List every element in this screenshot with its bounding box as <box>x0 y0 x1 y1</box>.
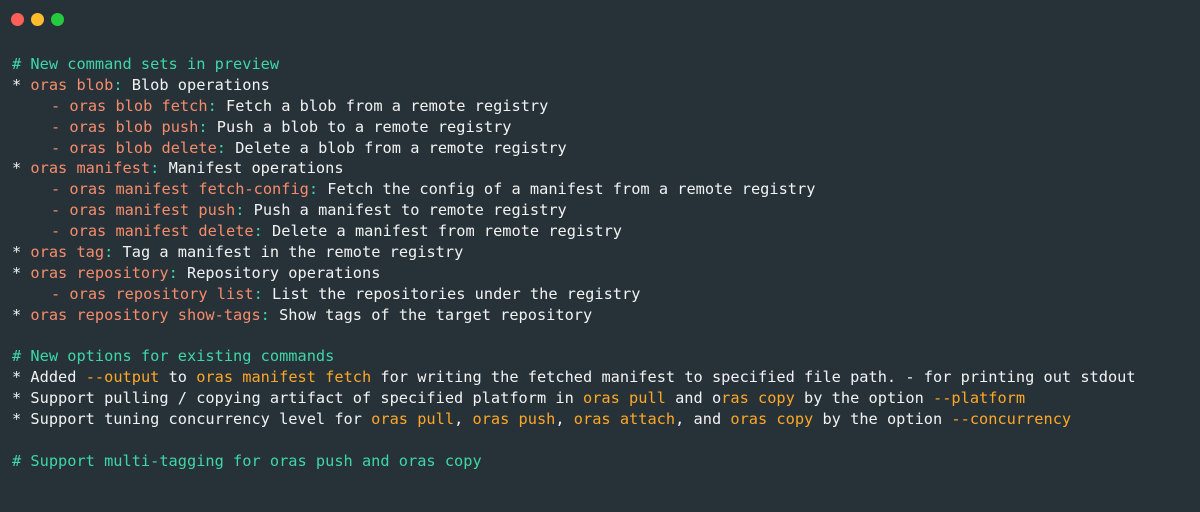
blank-line <box>12 326 1200 347</box>
text-token: * Support pulling / copying artifact of … <box>12 389 583 408</box>
command-token: oras tag <box>30 243 105 262</box>
text-token: * <box>12 305 31 324</box>
command-token: --concurrency <box>951 410 1072 429</box>
code-line: * oras repository: Repository operations <box>12 263 1200 284</box>
command-token: oras pull <box>583 389 666 408</box>
code-line: - oras manifest delete: Delete a manifes… <box>12 221 1200 242</box>
text-token: List the repositories under the registry <box>262 284 641 303</box>
text-token: * <box>12 243 31 262</box>
text-token: Delete a manifest from remote registry <box>262 222 623 241</box>
command-token: oras copy <box>730 410 814 429</box>
text-token: : <box>207 96 217 115</box>
code-line: - oras manifest fetch-config: Fetch the … <box>12 179 1200 200</box>
text-token: * <box>12 159 31 178</box>
code-line: * Support pulling / copying artifact of … <box>12 388 1200 409</box>
text-token: Manifest operations <box>159 159 344 178</box>
command-token: oras manifest delete <box>69 222 254 241</box>
text-token: : <box>104 243 114 262</box>
text-token: : <box>308 180 319 199</box>
command-token: oras repository show-tags <box>30 305 261 324</box>
text-token: # New options for existing commands <box>12 347 335 366</box>
close-window-dot-icon[interactable] <box>11 13 24 26</box>
command-token: oras push <box>472 410 556 429</box>
command-token: - <box>51 180 70 199</box>
text-token: : <box>198 117 208 136</box>
command-token: oras blob fetch <box>69 96 208 115</box>
text-token: : <box>260 305 270 324</box>
text-token: * <box>12 75 31 94</box>
text-token: Delete a blob from a remote registry <box>226 138 567 157</box>
command-token: --platform <box>933 389 1026 408</box>
command-token: oras manifest push <box>69 201 236 220</box>
text-token: * Support tuning concurrency level for <box>12 410 372 429</box>
text-token: Tag a manifest in the remote registry <box>113 243 464 262</box>
text-token: : <box>168 263 178 282</box>
command-token: --output <box>85 368 160 387</box>
code-line: - oras blob delete: Delete a blob from a… <box>12 138 1200 159</box>
code-line: * oras repository show-tags: Show tags o… <box>12 305 1200 326</box>
text-token: , <box>555 410 574 429</box>
text-token: , <box>454 410 473 429</box>
text-token: : <box>216 138 226 157</box>
command-token: oras manifest fetch <box>196 368 372 387</box>
command-token: oras blob <box>30 75 114 94</box>
text-token: and o <box>665 389 722 408</box>
text-token: Push a blob to a remote registry <box>207 117 512 136</box>
text-token: to <box>159 368 197 387</box>
text-token: Fetch a blob from a remote registry <box>216 96 549 115</box>
text-token: by the option <box>794 389 933 408</box>
command-token: - <box>51 201 70 220</box>
code-line: - oras blob fetch: Fetch a blob from a r… <box>12 96 1200 117</box>
code-line: * Support tuning concurrency level for o… <box>12 409 1200 430</box>
section-heading: # Support multi-tagging for oras push an… <box>12 451 1200 472</box>
command-token: oras blob delete <box>69 138 217 157</box>
command-token: - <box>51 96 70 115</box>
text-token: : <box>253 284 263 303</box>
code-line: - oras blob push: Push a blob to a remot… <box>12 117 1200 138</box>
command-token: oras attach <box>573 410 676 429</box>
text-token: : <box>235 201 245 220</box>
maximize-window-dot-icon[interactable] <box>51 13 64 26</box>
command-token: - <box>51 222 70 241</box>
text-token: # New command sets in preview <box>12 55 280 73</box>
text-token: Show tags of the target repository <box>269 305 593 324</box>
text-token: , and <box>675 410 731 429</box>
text-token: * Added <box>12 368 86 387</box>
code-line: * oras blob: Blob operations <box>12 75 1200 96</box>
command-token: oras blob push <box>69 117 199 136</box>
command-token: - <box>51 138 70 157</box>
text-token: : <box>253 222 263 241</box>
text-token: Fetch the config of a manifest from a re… <box>318 180 816 199</box>
code-line: - oras repository list: List the reposit… <box>12 284 1200 305</box>
section-heading: # New options for existing commands <box>12 346 1200 367</box>
blank-line <box>12 430 1200 451</box>
window-controls <box>11 13 64 26</box>
minimize-window-dot-icon[interactable] <box>31 13 44 26</box>
code-line: * oras tag: Tag a manifest in the remote… <box>12 242 1200 263</box>
text-token: : <box>150 159 160 178</box>
code-block: # New command sets in preview * oras blob… <box>12 54 1200 472</box>
text-token: Blob operations <box>122 75 270 94</box>
code-line: - oras manifest push: Push a manifest to… <box>12 200 1200 221</box>
command-token: oras pull <box>371 410 455 429</box>
text-token: Repository operations <box>177 263 381 282</box>
command-token: - <box>51 117 70 136</box>
text-token: by the option <box>813 410 952 429</box>
command-token: oras manifest fetch-config <box>69 180 309 199</box>
command-token: oras manifest <box>30 159 151 178</box>
text-token: : <box>113 75 123 94</box>
command-token: oras repository list <box>69 284 254 303</box>
command-token: - <box>51 284 70 303</box>
text-token: # Support multi-tagging for oras push an… <box>12 451 482 470</box>
code-line: * Added --output to oras manifest fetch … <box>12 367 1200 388</box>
text-token: * <box>12 263 31 282</box>
code-line: * oras manifest: Manifest operations <box>12 158 1200 179</box>
text-token: for writing the fetched manifest to spec… <box>371 368 1136 387</box>
text-token: Push a manifest to remote registry <box>244 201 567 220</box>
command-token: ras copy <box>721 389 795 408</box>
command-token: oras repository <box>30 263 169 282</box>
section-heading: # New command sets in preview <box>12 54 1200 75</box>
